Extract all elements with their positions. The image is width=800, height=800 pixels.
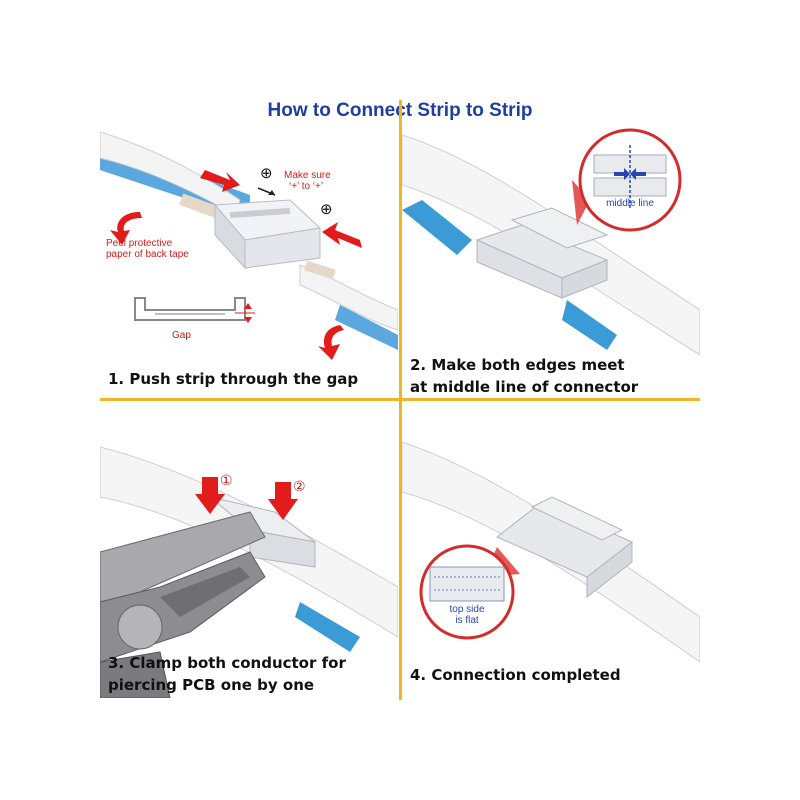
peel-arrow-left (110, 212, 142, 245)
plus-sign-bottom: ⊕ (320, 201, 333, 218)
panel-step-1: ⊕ ⊕ Make sure ‘+’ to ‘+’ Peel protective… (100, 100, 398, 396)
push-arrow-left (200, 170, 240, 192)
top-side-flat-label: top side is flat (449, 604, 485, 626)
connector-block (213, 199, 322, 270)
peel-instruction: Peel protective paper of back tape (106, 238, 189, 260)
make-sure-text: Make sure ‘+’ to ‘+’ (284, 170, 331, 192)
panel-step-4: top side is flat 4. Connection completed (402, 402, 700, 698)
step-mark-1: ① (220, 472, 233, 488)
press-arrow-1 (195, 477, 225, 514)
horizontal-divider (100, 398, 700, 401)
step-3-caption: 3. Clamp both conductor for piercing PCB… (108, 654, 346, 694)
panel-step-2: middle line 2. Make both edges meet at m… (402, 100, 700, 396)
panel-step-3: ① ② 3. Clamp both conductor for piercing… (100, 402, 398, 698)
step-mark-2: ② (293, 478, 306, 494)
step-1-caption: 1. Push strip through the gap (108, 370, 359, 388)
connector-block (475, 207, 609, 299)
middle-line-label: middle line (606, 198, 654, 209)
step-1-illustration (100, 131, 398, 360)
step-4-illustration (402, 441, 700, 663)
step-3-illustration (100, 446, 398, 698)
plus-sign-top: ⊕ (260, 165, 273, 182)
gap-label: Gap (172, 330, 191, 341)
pliers-tool (100, 511, 266, 698)
step-2-illustration (402, 128, 700, 356)
step-2-caption: 2. Make both edges meet at middle line o… (410, 356, 639, 396)
gap-diagram (134, 297, 255, 323)
press-arrow-2 (268, 482, 298, 520)
step-4-caption: 4. Connection completed (410, 666, 621, 684)
push-arrow-right (322, 222, 362, 248)
peel-arrow-right (318, 325, 344, 360)
